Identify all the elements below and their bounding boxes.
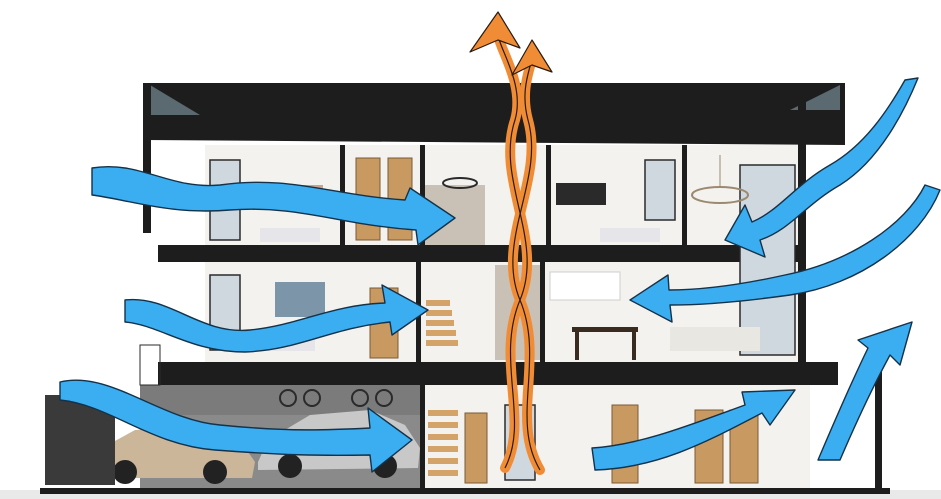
artwork-middle	[275, 282, 325, 317]
partition-3	[546, 145, 551, 245]
tv-screen	[556, 183, 606, 205]
window-upper-kitchen	[645, 160, 675, 220]
right-annex-wall	[875, 365, 882, 490]
slab-ground	[40, 488, 890, 494]
slab-middle	[158, 362, 838, 385]
partition-4	[682, 145, 687, 245]
sofa-icon	[670, 327, 760, 351]
kitchen-cabinets	[550, 272, 620, 300]
door-ground-stair	[465, 413, 487, 483]
roof-slab	[145, 83, 845, 145]
slab-upper	[158, 245, 798, 262]
partition-6	[540, 262, 545, 362]
partition-7	[420, 385, 425, 490]
left-wall	[143, 83, 151, 233]
right-wall	[798, 83, 806, 363]
